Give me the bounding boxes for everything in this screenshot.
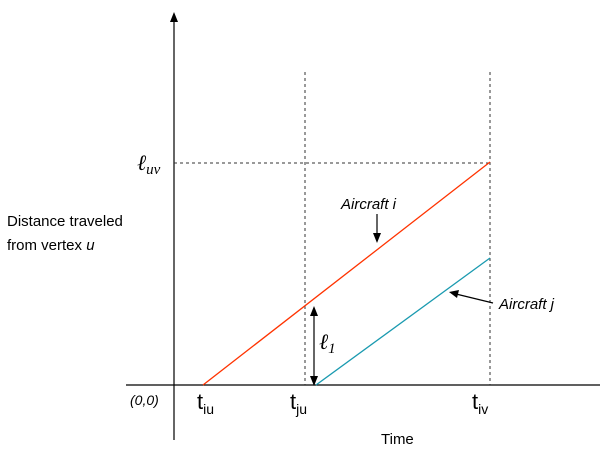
aircraft-j-trajectory xyxy=(315,257,491,386)
aircraft-j-pointer xyxy=(455,293,494,304)
y-axis-label: Distance traveled from vertex u xyxy=(7,213,127,254)
x-axis-label: Time xyxy=(381,431,414,448)
y-axis-label-line1: Distance traveled xyxy=(7,213,123,230)
distance-tick-luv: ℓuv xyxy=(137,150,161,178)
gap-arrow-up-icon xyxy=(310,306,318,316)
time-tick-tiu: tiu xyxy=(197,389,214,417)
aircraft-i-pointer-arrow-icon xyxy=(373,233,381,243)
gap-arrow-down-icon xyxy=(310,376,318,386)
time-tick-tju: tju xyxy=(290,389,307,417)
aircraft-j-pointer-arrow-icon xyxy=(449,290,459,298)
aircraft-i-trajectory xyxy=(202,161,491,386)
gap-label-l1: ℓ1 xyxy=(319,329,336,357)
y-axis-arrow-icon xyxy=(170,12,178,22)
aircraft-j-label: Aircraft j xyxy=(498,296,555,313)
time-tick-tiv: tiv xyxy=(472,389,488,417)
y-axis-label-line2: from vertex u xyxy=(7,237,95,254)
origin-label: (0,0) xyxy=(130,392,159,408)
aircraft-i-label: Aircraft i xyxy=(340,196,397,213)
